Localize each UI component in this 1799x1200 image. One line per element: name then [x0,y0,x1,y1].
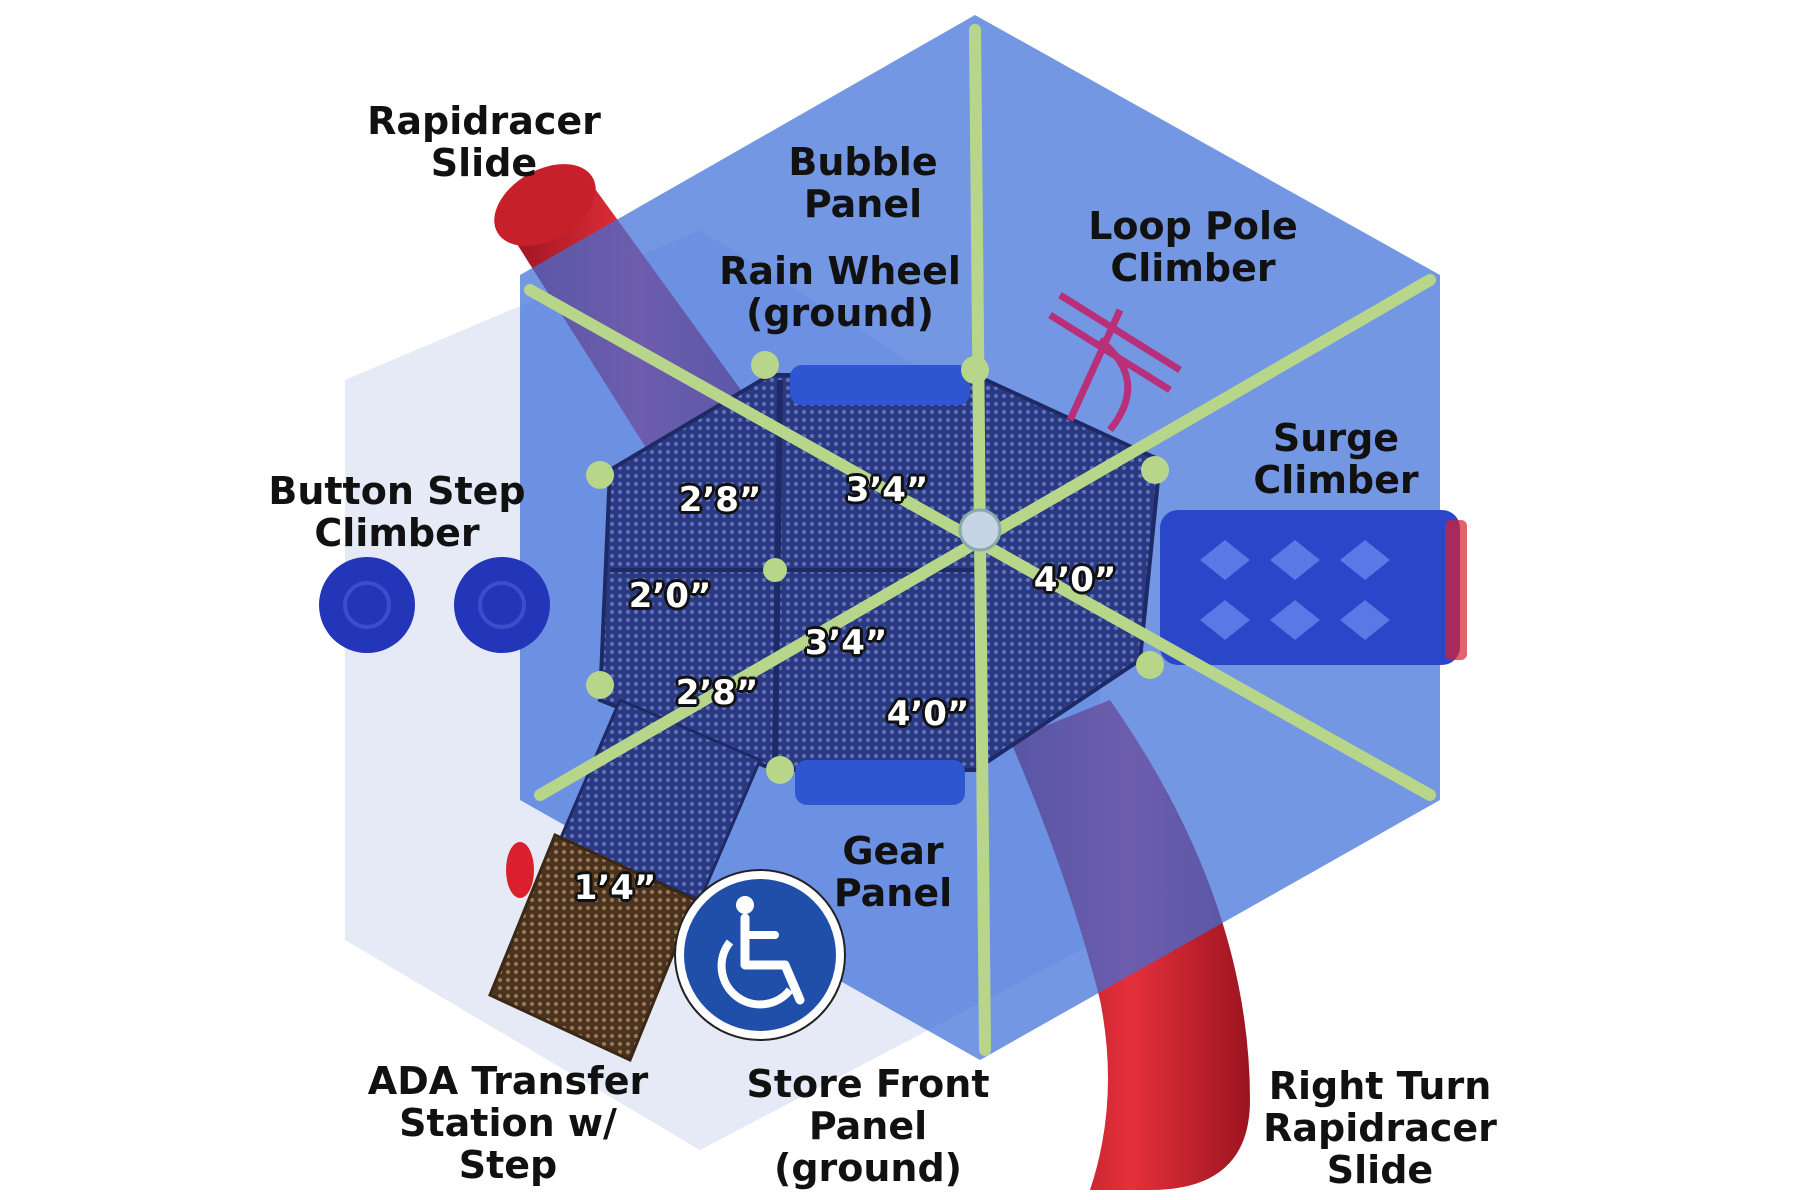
dim-deck-top-right: 3’4” [845,470,929,510]
gear-panel-shape [795,760,965,805]
wheelchair-icon [674,869,846,1041]
deck [597,373,1163,772]
dim-deck-center: 3’4” [804,623,888,663]
rain-wheel-shape [790,365,970,405]
dim-deck-left: 2’0” [628,576,712,616]
rain-wheel-label: Rain Wheel(ground) [719,249,961,335]
button-step-left [319,557,415,653]
center-hub [958,508,1002,552]
dim-deck-bottom-left: 2’8” [675,673,759,713]
dim-deck-right: 4’0” [1033,560,1117,600]
ada-transfer-step [488,832,697,1063]
surge-climber-shape [1160,510,1467,665]
dim-deck-top-left: 2’8” [678,480,762,520]
button-step-right [454,557,550,653]
dim-deck-bottom-right: 4’0” [886,694,970,734]
dim-ada-step: 1’4” [573,868,657,908]
loop-pole-climber-shape [1048,292,1182,433]
